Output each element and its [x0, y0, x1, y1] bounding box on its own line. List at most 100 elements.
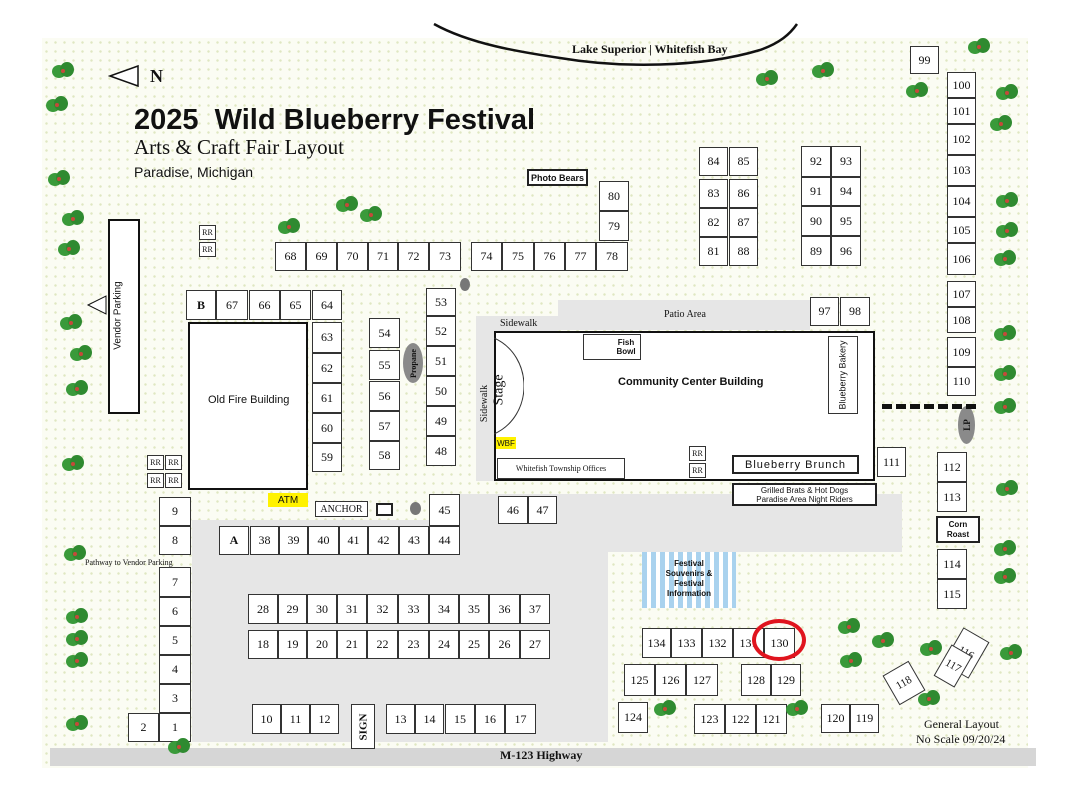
booth-73: 73 — [429, 242, 461, 271]
booth-45: 45 — [429, 494, 460, 526]
fish-bowl-label: Fish Bowl — [616, 338, 636, 356]
booth-4: 4 — [159, 655, 191, 684]
wbf-label: WBF — [497, 438, 515, 448]
page-title: 2025 Wild Blueberry Festival — [134, 104, 536, 136]
booth-115: 115 — [937, 579, 967, 609]
tree-dot — [55, 103, 59, 107]
footer-note-1: General Layout — [924, 717, 999, 731]
booth-53: 53 — [426, 288, 456, 316]
booth-35: 35 — [459, 594, 489, 624]
marker-dot — [460, 278, 470, 291]
tree-icon — [906, 82, 928, 100]
booth-86: 86 — [729, 179, 758, 208]
blueberry-bakery: Blueberry Bakery — [828, 336, 858, 414]
booth-99: 99 — [910, 46, 939, 74]
propane-tank: Propane — [403, 343, 423, 383]
booth-8: 8 — [159, 526, 191, 555]
north-arrow-icon — [108, 64, 139, 88]
tree-icon — [168, 738, 190, 756]
tree-icon — [786, 700, 808, 718]
tree-icon — [994, 365, 1016, 383]
booth-21: 21 — [337, 630, 367, 659]
booth-119: 119 — [850, 704, 879, 733]
tree-dot — [1003, 257, 1007, 261]
tree-dot — [1003, 332, 1007, 336]
booth-15: 15 — [445, 704, 475, 734]
booth-54: 54 — [369, 318, 400, 348]
booth-10: 10 — [252, 704, 281, 734]
booth-41: 41 — [339, 526, 368, 555]
booth-20: 20 — [307, 630, 337, 659]
tree-icon — [62, 455, 84, 473]
tree-icon — [994, 568, 1016, 586]
souvenir-tent — [642, 552, 736, 608]
tree-dot — [1003, 405, 1007, 409]
tree-icon — [920, 640, 942, 658]
photo-bears-label: Photo Bears — [530, 172, 584, 183]
booth-29: 29 — [278, 594, 307, 624]
booth-70: 70 — [337, 242, 368, 271]
tree-icon — [360, 206, 382, 224]
booth-120: 120 — [821, 704, 850, 733]
tree-dot — [75, 387, 79, 391]
lake-label: Lake Superior | Whitefish Bay — [572, 42, 728, 56]
tree-icon — [62, 210, 84, 228]
restroom: RR — [165, 455, 182, 470]
booth-a: A — [219, 526, 249, 555]
booth-94: 94 — [831, 177, 861, 206]
tree-dot — [663, 707, 667, 711]
booth-68: 68 — [275, 242, 306, 271]
tree-icon — [918, 690, 940, 708]
booth-123: 123 — [694, 704, 725, 734]
booth-7: 7 — [159, 567, 191, 597]
booth-93: 93 — [831, 146, 861, 177]
stage-label: Stage — [491, 374, 507, 406]
lp-tank: LP — [958, 406, 975, 444]
booth-101: 101 — [947, 98, 976, 124]
booth-105: 105 — [947, 217, 976, 243]
booth-95: 95 — [831, 206, 861, 236]
tree-icon — [996, 480, 1018, 498]
booth-48: 48 — [426, 436, 456, 466]
tree-dot — [1003, 575, 1007, 579]
tree-dot — [71, 217, 75, 221]
patio-label: Patio Area — [664, 309, 706, 320]
township-offices: Whitefish Township Offices — [497, 458, 625, 479]
page-subtitle: Arts & Craft Fair Layout — [134, 135, 344, 159]
night-riders-label: Paradise Area Night Riders — [756, 494, 853, 504]
tree-dot — [881, 639, 885, 643]
booth-72: 72 — [398, 242, 429, 271]
sidewalk-side — [476, 331, 494, 481]
parking-arrow-icon — [86, 295, 107, 315]
tree-dot — [1005, 91, 1009, 95]
booth-133: 133 — [671, 628, 702, 658]
tree-dot — [999, 122, 1003, 126]
vendor-parking-label: Vendor Parking — [112, 281, 124, 350]
booth-114: 114 — [937, 549, 967, 579]
tree-icon — [996, 192, 1018, 210]
restroom: RR — [689, 463, 706, 478]
booth-47: 47 — [528, 496, 557, 524]
tree-icon — [66, 715, 88, 733]
booth-89: 89 — [801, 236, 831, 266]
tree-icon — [872, 632, 894, 650]
tree-dot — [929, 647, 933, 651]
booth-106: 106 — [947, 243, 976, 275]
booth-31: 31 — [337, 594, 367, 624]
sign: SIGN — [351, 704, 375, 749]
booth-11: 11 — [281, 704, 310, 734]
booth-110: 110 — [947, 367, 976, 396]
sign-label: SIGN — [357, 713, 369, 740]
tree-icon — [336, 196, 358, 214]
booth-27: 27 — [520, 630, 550, 659]
tree-dot — [915, 89, 919, 93]
tree-dot — [177, 745, 181, 749]
booth-13: 13 — [386, 704, 415, 734]
tree-icon — [994, 540, 1016, 558]
fish-bowl: Fish Bowl — [583, 334, 641, 360]
tree-icon — [70, 345, 92, 363]
restroom: RR — [689, 446, 706, 461]
tree-icon — [58, 240, 80, 258]
marker-dot — [410, 502, 421, 515]
booth-107: 107 — [947, 281, 976, 307]
